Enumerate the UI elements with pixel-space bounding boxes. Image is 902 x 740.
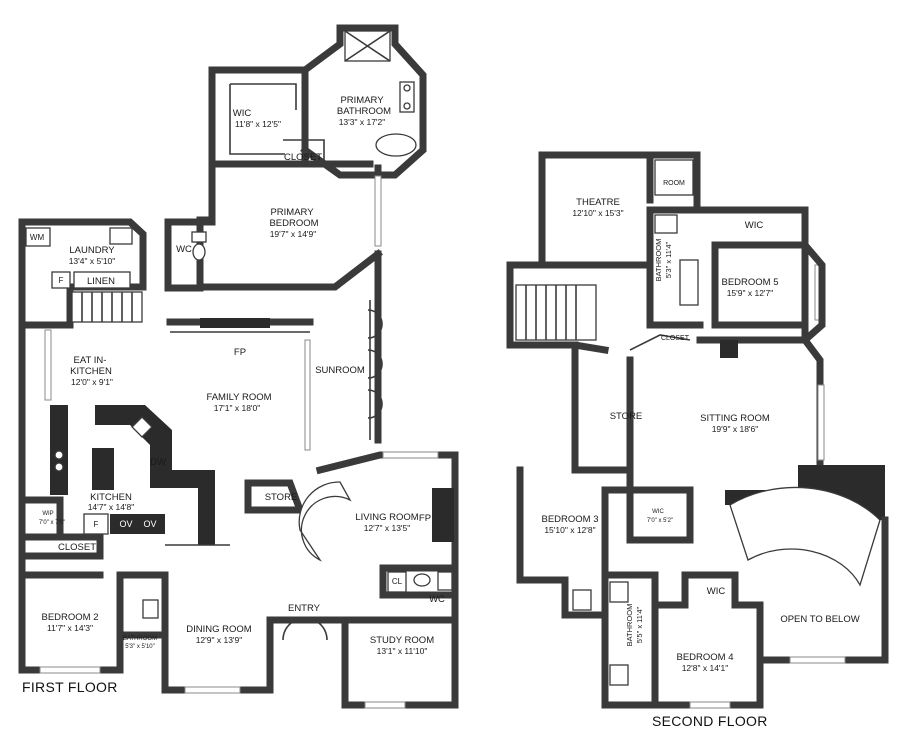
laundry-dims: 13'4" x 5'10" [69,256,116,266]
fp-family-label: FP [234,347,246,358]
wip-dims: 7'0" x 7'0" [39,520,65,526]
primary-bed-label-1: PRIMARY [270,207,314,218]
wic-primary-dims: 11'8" x 12'5" [235,119,281,129]
room-small-label: ROOM [663,180,685,187]
sunroom-label: SUNROOM [315,365,365,376]
kitchen-f-label: F [94,520,99,529]
study-room-label: STUDY ROOM [370,635,434,646]
bath-small-label: BATHROOM [123,636,157,642]
dining-room-dims: 12'9" x 13'9" [196,635,243,645]
bedroom4-dims: 12'8" x 14'1" [682,663,729,673]
wc-bottom-label: WC [429,594,445,605]
eat-in-label-2: KITCHEN [70,366,112,377]
wic-b3-dims: 7'0" x 5'2" [647,518,673,524]
dw-label: DW [150,457,166,468]
bedroom4-label: BEDROOM 4 [676,652,733,663]
family-room-label: FAMILY ROOM [206,392,271,403]
wic-b4-label: WIC [707,586,726,597]
bedroom2-dims: 11'7" x 14'3" [47,623,93,633]
store-second-label: STORE [610,411,643,422]
sitting-room-label: SITTING ROOM [700,413,770,424]
kitchen-dims: 14'7" x 14'8" [88,502,135,512]
study-room-dims: 13'1" x 11'10" [377,646,428,656]
wip-label: WIP [42,511,53,517]
staircase [71,291,143,323]
primary-bath-label-2: BATHROOM [337,106,391,117]
bath-small-dims: 5'3" x 5'10" [125,644,155,650]
eat-in-label-1: EAT IN- [74,355,107,366]
living-room-label: LIVING ROOM [355,512,418,523]
primary-bed-dims: 19'7" x 14'9" [270,229,317,239]
living-room-dims: 12'7" x 13'5" [364,523,411,533]
bedroom3-dims: 15'10" x 12'8" [544,525,595,535]
theatre-label: THEATRE [576,197,620,208]
laundry-f-label: F [59,276,64,285]
kitchen-label: KITCHEN [90,492,132,503]
first-floor-title: FIRST FLOOR [22,679,118,695]
sitting-room-dims: 19'9" x 18'6" [712,424,759,434]
closet-primary-label: CLOSET [284,152,322,163]
second-floor-plan [506,151,889,709]
wic-second-label: WIC [745,220,764,231]
second-floor-title: SECOND FLOOR [652,713,768,729]
bath-second-top-label: BATHROOM [654,239,663,282]
wic-b3-label: WIC [652,509,664,515]
bath-second-bottom-label: BATHROOM [625,604,634,647]
wic-primary-label: WIC [233,108,252,119]
ov2-label: OV [143,519,156,529]
dining-room-label: DINING ROOM [186,624,252,635]
primary-bath-label-1: PRIMARY [340,95,384,106]
closet-second-label: CLOSET [661,335,690,342]
curved-staircase [298,481,352,562]
laundry-label: LAUNDRY [69,245,115,256]
family-room-dims: 17'1" x 18'0" [214,403,261,413]
wc-top-label: WC [176,244,192,255]
theatre-dims: 12'10" x 15'3" [572,208,623,218]
primary-bath-dims: 13'3" x 17'2" [339,117,386,127]
closet-first-label: CLOSET [58,542,96,553]
entry-label: ENTRY [288,603,321,614]
fp-living-label: FP [419,513,431,524]
ov1-label: OV [119,519,132,529]
bedroom2-label: BEDROOM 2 [41,612,98,623]
bedroom3-label: BEDROOM 3 [541,514,598,525]
bedroom5-label: BEDROOM 5 [721,277,778,288]
first-floor-plan [18,24,459,709]
bedroom5-dims: 15'9" x 12'7" [727,288,774,298]
primary-bed-label-2: BEDROOM [269,218,318,229]
vanity-fixture [399,81,415,113]
window [374,175,382,247]
eat-in-dims: 12'0" x 9'1" [71,377,113,387]
cl-label: CL [392,577,403,586]
bathtub-fixture [375,133,417,157]
store-first-label: STORE [265,492,298,503]
wm-label: WM [30,233,45,242]
room-labels: WIC 11'8" x 12'5" PRIMARY BATHROOM 13'3"… [22,95,860,729]
bath-second-bottom-dims: 5'5" x 11'4" [635,606,644,643]
linen-label: LINEN [87,276,115,287]
bath-second-top-dims: 5'3" x 11'4" [664,241,673,278]
curved-staircase-second [729,486,881,587]
open-below-label: OPEN TO BELOW [780,614,859,625]
